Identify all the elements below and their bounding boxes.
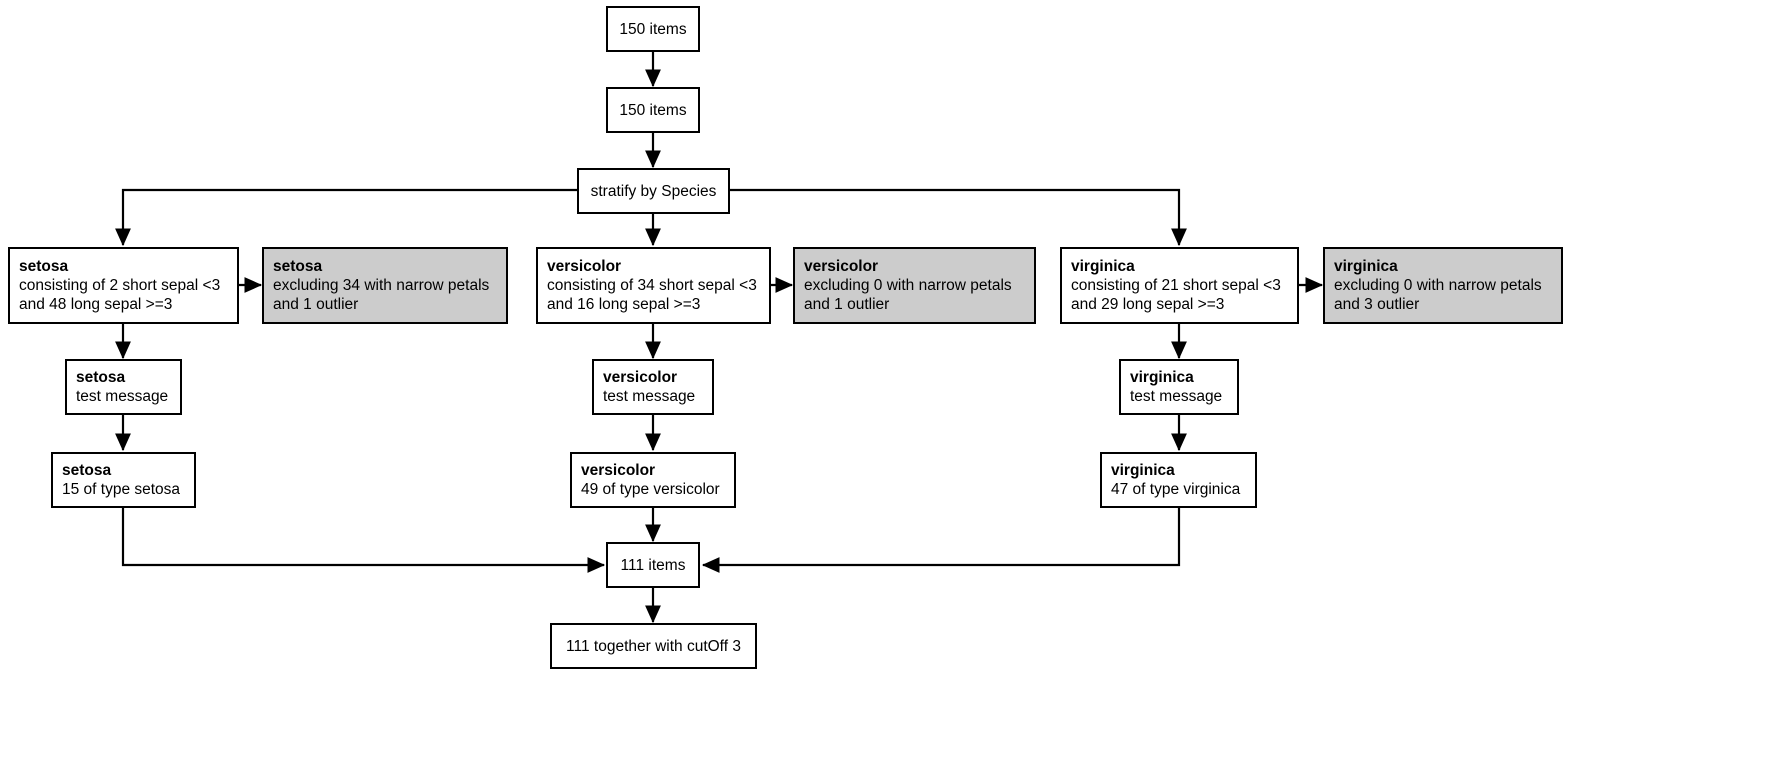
node-merge-items[interactable]: 111 items xyxy=(606,542,700,588)
node-versicolor-main-line-3: and 16 long sepal >=3 xyxy=(547,296,701,313)
node-virginica-main-line-2: consisting of 21 short sepal <3 xyxy=(1071,277,1281,294)
node-virginica-count-line-2: 47 of type virginica xyxy=(1111,481,1241,498)
node-second-line-1: 150 items xyxy=(619,101,687,119)
node-versicolor-test-line-2: test message xyxy=(603,388,696,405)
node-versicolor-excluded[interactable]: versicolor excluding 0 with narrow petal… xyxy=(793,247,1036,324)
node-setosa-count-line-2: 15 of type setosa xyxy=(62,481,181,498)
node-versicolor-test-message[interactable]: versicolor test message xyxy=(592,359,714,415)
node-virginica-excluded-line-3: and 3 outlier xyxy=(1334,296,1420,313)
node-setosa-main-line-2: consisting of 2 short sepal <3 xyxy=(19,277,221,294)
node-stratify-by-species[interactable]: stratify by Species xyxy=(577,168,730,214)
node-setosa-test-message[interactable]: setosa test message xyxy=(65,359,182,415)
node-setosa-excluded[interactable]: setosa excluding 34 with narrow petals a… xyxy=(262,247,508,324)
node-virginica-test-message[interactable]: virginica test message xyxy=(1119,359,1239,415)
node-second[interactable]: 150 items xyxy=(606,87,700,133)
node-setosa-count-title: setosa xyxy=(62,462,112,479)
node-setosa-main-title: setosa xyxy=(19,258,69,275)
node-versicolor-main-title: versicolor xyxy=(547,258,622,275)
node-start-line-1: 150 items xyxy=(619,20,687,38)
node-virginica-excluded[interactable]: virginica excluding 0 with narrow petals… xyxy=(1323,247,1563,324)
node-virginica-excluded-line-2: excluding 0 with narrow petals xyxy=(1334,277,1542,294)
node-virginica-test-line-2: test message xyxy=(1130,388,1223,405)
node-versicolor-excluded-line-3: and 1 outlier xyxy=(804,296,890,313)
node-setosa-excluded-line-3: and 1 outlier xyxy=(273,296,359,313)
node-setosa-excluded-title: setosa xyxy=(273,258,323,275)
node-virginica-main-title: virginica xyxy=(1071,258,1135,275)
node-versicolor-main-line-2: consisting of 34 short sepal <3 xyxy=(547,277,757,294)
node-virginica-main-line-3: and 29 long sepal >=3 xyxy=(1071,296,1225,313)
node-virginica-count[interactable]: virginica 47 of type virginica xyxy=(1100,452,1257,508)
node-virginica-count-title: virginica xyxy=(1111,462,1175,479)
node-versicolor-excluded-title: versicolor xyxy=(804,258,879,275)
node-versicolor-count-title: versicolor xyxy=(581,462,656,479)
node-setosa-test-line-2: test message xyxy=(76,388,169,405)
node-versicolor-main[interactable]: versicolor consisting of 34 short sepal … xyxy=(536,247,771,324)
node-virginica-main[interactable]: virginica consisting of 21 short sepal <… xyxy=(1060,247,1299,324)
node-versicolor-count[interactable]: versicolor 49 of type versicolor xyxy=(570,452,736,508)
node-final-cutoff[interactable]: 111 together with cutOff 3 xyxy=(550,623,757,669)
node-start[interactable]: 150 items xyxy=(606,6,700,52)
node-versicolor-excluded-line-2: excluding 0 with narrow petals xyxy=(804,277,1012,294)
node-stratify-line-1: stratify by Species xyxy=(590,182,717,200)
node-versicolor-test-title: versicolor xyxy=(603,369,678,386)
node-virginica-excluded-title: virginica xyxy=(1334,258,1398,275)
node-setosa-main[interactable]: setosa consisting of 2 short sepal <3 an… xyxy=(8,247,239,324)
node-setosa-count[interactable]: setosa 15 of type setosa xyxy=(51,452,196,508)
node-setosa-test-title: setosa xyxy=(76,369,126,386)
node-virginica-test-title: virginica xyxy=(1130,369,1194,386)
node-setosa-main-line-3: and 48 long sepal >=3 xyxy=(19,296,173,313)
node-merge-line-1: 111 items xyxy=(620,556,686,574)
node-versicolor-count-line-2: 49 of type versicolor xyxy=(581,481,720,498)
node-setosa-excluded-line-2: excluding 34 with narrow petals xyxy=(273,277,490,294)
node-final-line-1: 111 together with cutOff 3 xyxy=(566,637,741,655)
